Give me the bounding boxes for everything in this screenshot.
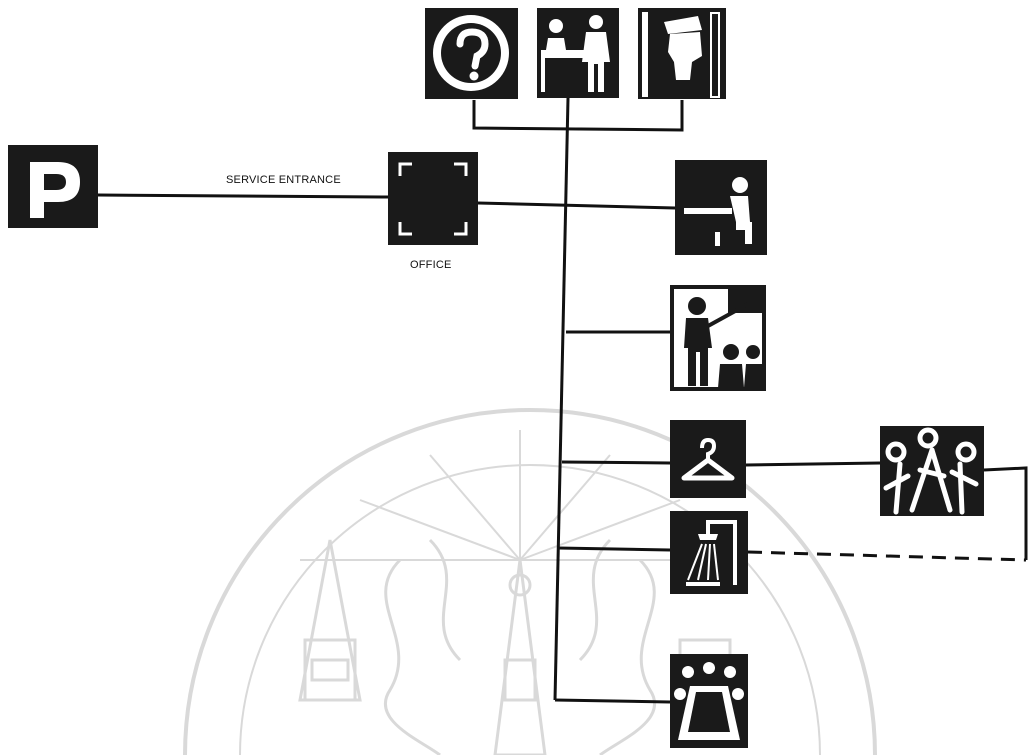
parking-sign-icon <box>8 145 98 228</box>
question-mark-icon <box>425 8 518 99</box>
office-corner-brackets-icon <box>388 152 478 245</box>
line-office-waiting <box>478 203 675 208</box>
line-spine-shower <box>558 548 670 550</box>
shower-icon <box>670 511 748 594</box>
line-cloakroom-fitness <box>746 463 880 465</box>
service-entrance-label: SERVICE ENTRANCE <box>226 174 341 186</box>
seal-left-ornament <box>385 540 460 755</box>
group-exercise-icon <box>880 426 984 516</box>
seated-person-icon <box>675 160 767 255</box>
line-fitness-right <box>984 468 1026 560</box>
lecture-classroom-icon <box>672 287 764 389</box>
coat-hanger-icon <box>670 420 746 498</box>
security-guard-icon <box>638 8 726 99</box>
line-spine-meeting <box>555 700 670 702</box>
connector-lines <box>98 98 1026 702</box>
dashed-line-shower-fitness <box>748 552 1026 560</box>
office-label: OFFICE <box>410 259 452 271</box>
reception-desk-icon <box>537 8 619 98</box>
watermark-seal <box>185 410 875 755</box>
seal-left-tower <box>300 540 360 700</box>
meeting-table-icon <box>670 654 748 748</box>
seal-center-spire <box>495 560 545 755</box>
line-main-spine <box>555 98 568 700</box>
line-parking-office <box>98 195 388 197</box>
line-spine-cloakroom <box>562 462 670 463</box>
line-top-bracket <box>474 100 682 130</box>
